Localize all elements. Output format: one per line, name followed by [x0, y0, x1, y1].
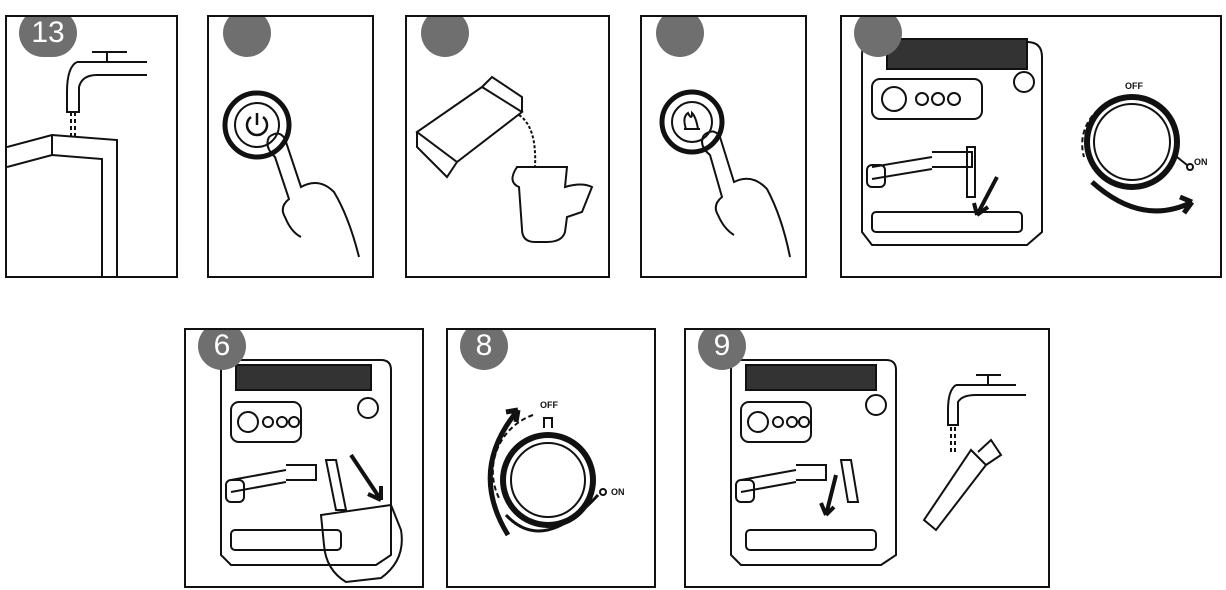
- milk-jug: [511, 166, 594, 243]
- knob-on-label: ON: [1194, 157, 1208, 167]
- knob-on-label: ON: [611, 487, 625, 497]
- portafilter: [230, 464, 317, 493]
- knob-turned-off-illustration: OFF ON: [487, 400, 625, 537]
- step-badge-8-number: 8: [475, 329, 493, 362]
- wand-nozzle: [922, 438, 1003, 532]
- step-badge-6: 6: [198, 329, 246, 370]
- step-badge-9-number: 9: [713, 329, 731, 362]
- panel-step-8: 8 OFF ON: [446, 328, 656, 588]
- pour-milk-into-jug-illustration: [415, 75, 594, 243]
- milk-jug: [319, 503, 403, 584]
- knob-off-label: OFF: [540, 400, 558, 410]
- panel-step-1: 13: [5, 15, 178, 278]
- steam-wand: [966, 146, 976, 198]
- cup-warmer-grill: [886, 38, 1028, 70]
- cup-warmer-grill: [235, 364, 372, 391]
- side-knob: [357, 397, 379, 419]
- panel-step-3: [405, 15, 610, 278]
- portafilter: [740, 464, 827, 493]
- side-knob: [865, 394, 887, 416]
- step-badge-8: 8: [460, 329, 508, 370]
- step-badge-6-number: 6: [213, 329, 231, 362]
- control-panel: [740, 401, 812, 443]
- arrow-into-jug: [349, 453, 383, 502]
- knob-turned-on: [1081, 94, 1195, 215]
- panel-step-5: OFF ON: [840, 15, 1222, 278]
- portafilter: [871, 151, 973, 180]
- froth-milk-illustration: [220, 359, 403, 584]
- step-badge-2: [223, 17, 271, 57]
- clean-steam-wand-illustration: [730, 359, 1026, 566]
- panel-step-2: [207, 15, 374, 278]
- steam-button-press-illustration: [659, 89, 791, 258]
- step-badge-5: [854, 17, 902, 57]
- arrow-to-tray: [972, 176, 999, 217]
- power-button-outer-ring: [222, 90, 292, 160]
- steam-wand: [324, 459, 348, 511]
- arrow-down: [819, 474, 838, 517]
- drip-tray: [230, 529, 342, 551]
- pressing-finger: [701, 130, 791, 258]
- knob-off-label: OFF: [1125, 81, 1143, 91]
- panel-step-6: 6: [184, 328, 424, 588]
- step-badge-3: [421, 17, 469, 57]
- power-button-press-illustration: [222, 90, 360, 258]
- step-badge-9: 9: [698, 329, 746, 370]
- milk-carton: [415, 75, 524, 179]
- tap: [947, 374, 1026, 426]
- milk-stream: [518, 114, 537, 168]
- control-panel: [871, 78, 983, 120]
- power-icon: [245, 113, 269, 137]
- steam-wand: [839, 459, 860, 503]
- step-badge-4: [656, 17, 704, 57]
- power-button-inner: [234, 102, 280, 148]
- side-knob: [1013, 71, 1035, 93]
- step-badge-1: 13: [19, 16, 77, 57]
- steam-button-outer-ring: [659, 89, 725, 155]
- machine-body: [861, 41, 1043, 246]
- water-stream: [950, 427, 956, 455]
- drip-tray: [871, 211, 1023, 233]
- step-badge-1-number: 1: [31, 16, 48, 49]
- panel-step-9: 9: [684, 328, 1050, 588]
- step-badge-1-suffix: 3: [48, 16, 65, 49]
- machine-steam-on-illustration: OFF ON: [861, 38, 1208, 246]
- panel-step-4: [640, 15, 807, 278]
- steam-icon: [683, 110, 700, 130]
- tap-filling-tank-illustration: [7, 51, 147, 276]
- steam-button-inner: [671, 101, 713, 143]
- drip-tray: [745, 529, 877, 551]
- cup-warmer-grill: [745, 364, 877, 391]
- control-panel: [230, 401, 302, 443]
- pressing-finger: [266, 132, 360, 258]
